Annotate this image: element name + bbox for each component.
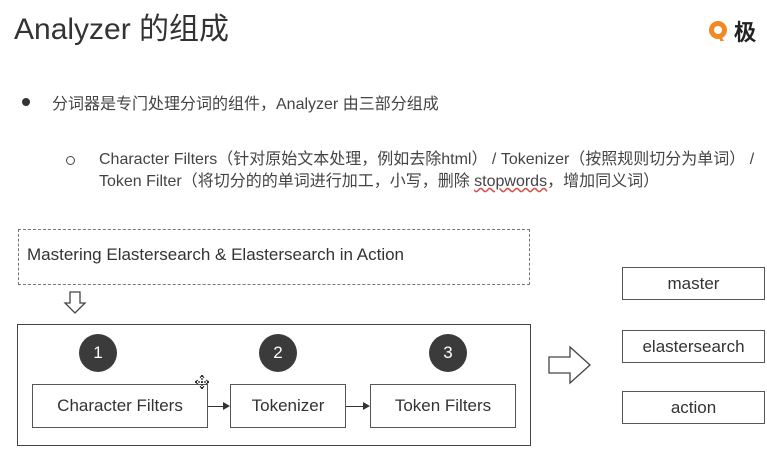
geek-logo-icon <box>709 21 727 41</box>
move-cursor-icon <box>195 375 209 389</box>
connector-line-1 <box>208 406 224 407</box>
slide-title: Analyzer 的组成 <box>14 13 230 46</box>
stage-tokenizer: Tokenizer <box>230 384 346 428</box>
connector-arrowhead-2 <box>363 402 370 410</box>
bullet-sub: Character Filters（针对原始文本处理，例如去除html） / T… <box>66 149 756 193</box>
bullet-circle <box>66 156 75 165</box>
stage-character-filters: Character Filters <box>32 384 208 428</box>
bullet-main: 分词器是专门处理分词的组件，Analyzer 由三部分组成 <box>22 90 439 114</box>
connector-line-2 <box>346 406 364 407</box>
analyzer-pipeline <box>17 324 531 446</box>
step-3-badge: 3 <box>429 334 467 372</box>
stage-token-filters: Token Filters <box>370 384 516 428</box>
right-arrow-icon <box>548 345 591 385</box>
connector-arrowhead-1 <box>223 402 230 410</box>
logo-text: 极 <box>734 20 757 45</box>
stopwords-word: stopwords <box>474 173 548 190</box>
bullet-sub-text: Character Filters（针对原始文本处理，例如去除html） / T… <box>99 149 756 193</box>
output-token-master: master <box>622 267 765 300</box>
step-1-badge: 1 <box>79 334 117 372</box>
output-token-elastersearch: elastersearch <box>622 330 765 363</box>
input-text: Mastering Elastersearch & Elastersearch … <box>27 245 405 264</box>
bullet-dot <box>22 98 30 106</box>
brand-logo: 极 <box>706 16 756 46</box>
bullet-sub-part2: ，增加同义词） <box>547 173 660 190</box>
input-text-box <box>18 229 530 285</box>
bullet-sub-part1: Character Filters（针对原始文本处理，例如去除html） / T… <box>99 151 755 190</box>
bullet-main-text: 分词器是专门处理分词的组件，Analyzer 由三部分组成 <box>52 96 439 113</box>
step-2-badge: 2 <box>259 334 297 372</box>
output-token-action: action <box>622 391 765 424</box>
down-arrow-icon <box>63 291 87 314</box>
